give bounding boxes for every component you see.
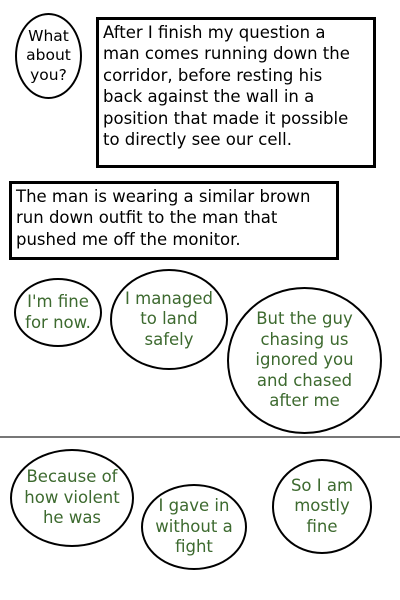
speech-bubble-what-about-you: What about you? — [15, 13, 82, 99]
speech-bubble-managed-to-land: I managed to land safely — [110, 269, 228, 370]
narration-box-man-running: After I finish my question a man comes r… — [96, 17, 376, 168]
speech-bubble-how-violent: Because of how violent he was — [10, 449, 134, 547]
speech-bubble-gave-in: I gave in without a fight — [141, 484, 247, 570]
speech-bubble-im-fine: I'm fine for now. — [14, 278, 102, 347]
speech-bubble-guy-chasing-us: But the guy chasing us ignored you and c… — [227, 287, 382, 434]
panel-divider — [0, 436, 400, 438]
narration-box-man-outfit: The man is wearing a similar brown run d… — [9, 181, 339, 260]
speech-bubble-mostly-fine: So I am mostly fine — [272, 459, 372, 554]
